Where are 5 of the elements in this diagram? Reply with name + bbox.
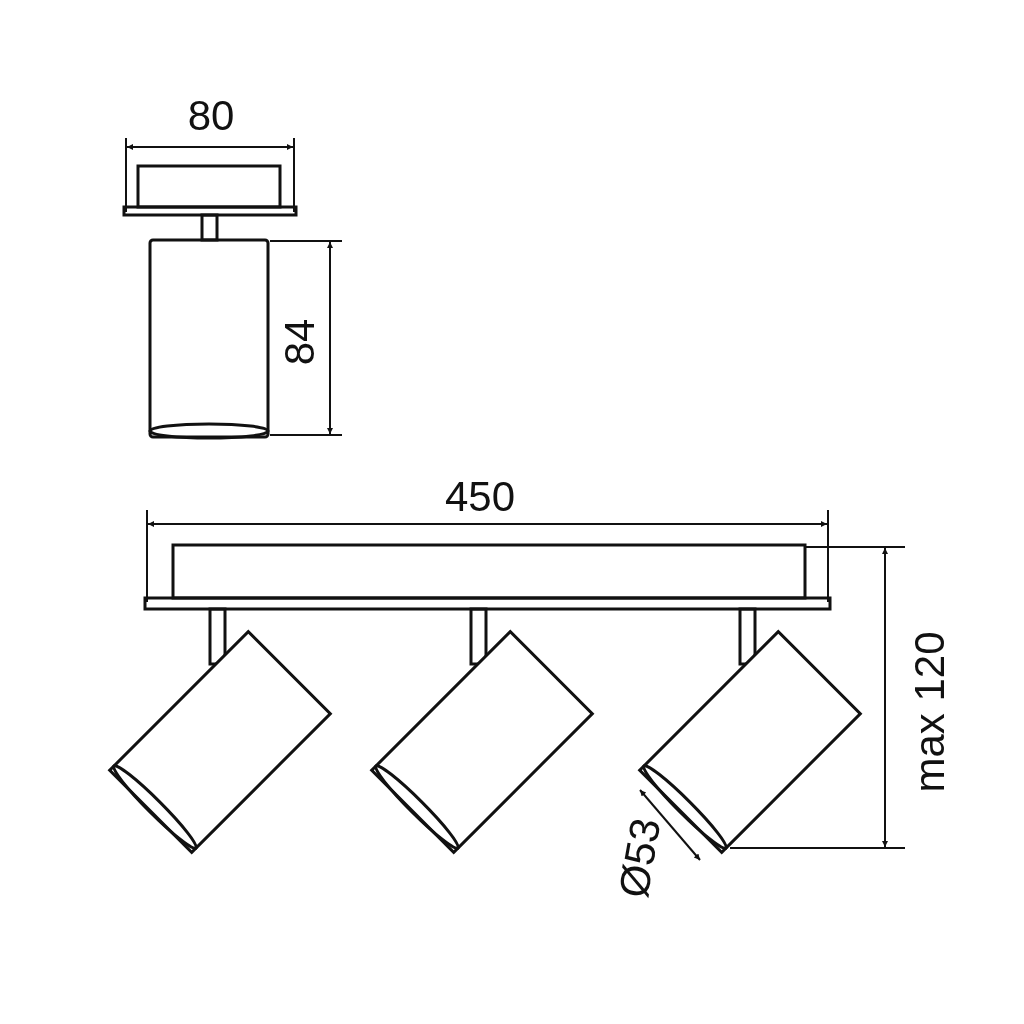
- dimension-label: Ø53: [612, 815, 668, 901]
- dimension-label: max 120: [909, 631, 951, 793]
- dimension-label: 84: [279, 318, 321, 366]
- dimension-label: 450: [444, 476, 516, 518]
- dimension-label: 80: [187, 95, 235, 137]
